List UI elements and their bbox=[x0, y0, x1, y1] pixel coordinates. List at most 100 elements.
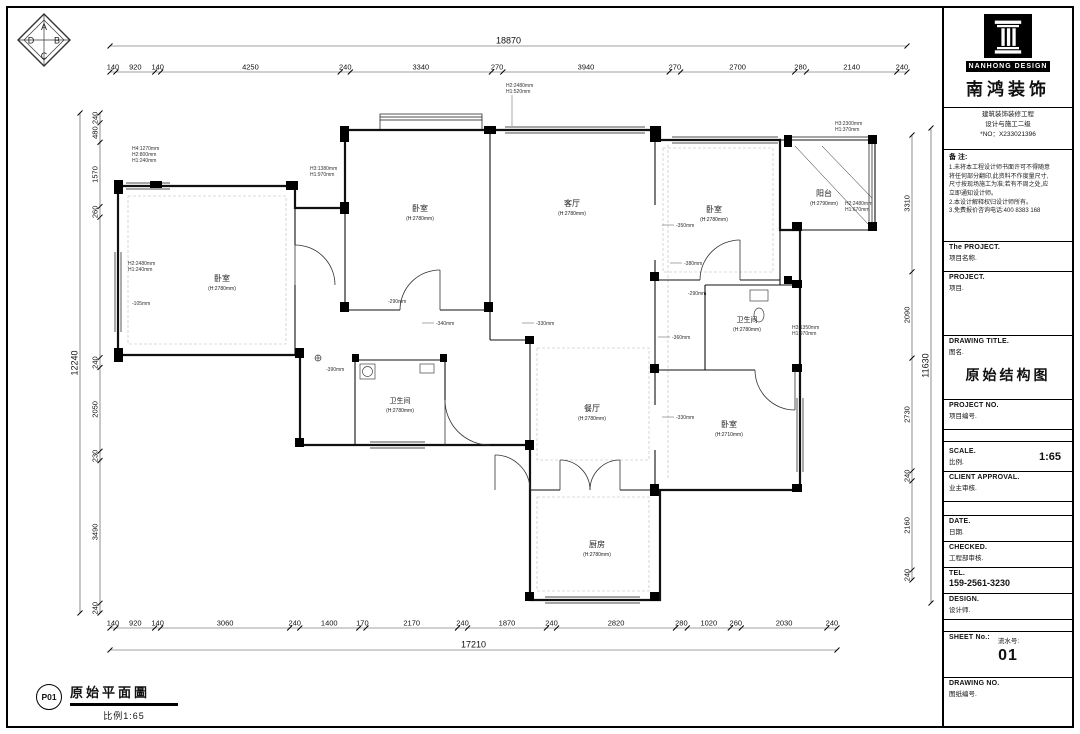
dimension-label: 280 bbox=[794, 63, 807, 72]
dimension-label: 240 bbox=[288, 619, 301, 628]
date-row: DATE. 日期. bbox=[944, 516, 1072, 542]
dimension-label: 140 bbox=[107, 63, 120, 72]
dimension-label: 2050 bbox=[91, 401, 100, 418]
plan-footer: P01 原始平面圖 比例1:65 bbox=[36, 682, 178, 722]
sheet-number-value: 01 bbox=[998, 647, 1018, 664]
svg-text:H2:800mm: H2:800mm bbox=[132, 152, 156, 158]
doors bbox=[294, 239, 796, 491]
svg-text:-290mm: -290mm bbox=[388, 299, 406, 305]
svg-text:H1:240mm: H1:240mm bbox=[132, 158, 156, 164]
annotation-leaders bbox=[422, 95, 682, 418]
dimension-label: 230 bbox=[91, 450, 100, 463]
dimension-label: 1020 bbox=[700, 619, 717, 628]
dimension-label: 260 bbox=[730, 619, 743, 628]
dimension-label: 2030 bbox=[776, 619, 793, 628]
ceiling-guides bbox=[127, 145, 774, 592]
room-label-bedroom-right-bottom: 卧室 bbox=[721, 419, 737, 429]
dimension-label: 12240 bbox=[70, 350, 80, 375]
dimension-label: 240 bbox=[826, 619, 839, 628]
dimension-label: 18870 bbox=[496, 36, 521, 46]
svg-text:-380mm: -380mm bbox=[684, 261, 702, 267]
dimension-label: 2730 bbox=[903, 406, 912, 423]
dimension-label: 920 bbox=[129, 619, 142, 628]
compass-letter-b: B bbox=[54, 36, 60, 46]
plan-code-badge: P01 bbox=[36, 684, 62, 710]
svg-text:H1:970mm: H1:970mm bbox=[792, 331, 816, 337]
svg-text:-390mm: -390mm bbox=[326, 367, 344, 373]
plan-title: 原始平面圖 bbox=[70, 685, 151, 700]
compass-letter-a: A bbox=[41, 22, 47, 32]
dimension-label: 1570 bbox=[91, 166, 100, 183]
dimension-label: 2090 bbox=[903, 307, 912, 324]
notes-label: 备 注: bbox=[949, 154, 968, 161]
balcony-walls bbox=[780, 139, 876, 231]
svg-text:H3:1350mm: H3:1350mm bbox=[792, 325, 819, 331]
dimension-label: 920 bbox=[129, 63, 142, 72]
dimension-label: 3060 bbox=[217, 619, 234, 628]
svg-text:-360mm: -360mm bbox=[672, 335, 690, 341]
north-compass: A B C D bbox=[14, 10, 74, 70]
room-label-dining: 餐厅 bbox=[584, 404, 600, 413]
svg-text:-105mm: -105mm bbox=[132, 301, 150, 307]
drawing-title-row: DRAWING TITLE. 图名. 原始结构图 bbox=[944, 336, 1072, 400]
dimension-label: 240 bbox=[91, 112, 100, 125]
checked-row: CHECKED. 工程部审核. bbox=[944, 542, 1072, 568]
title-block: NANHONG DESIGN 南鸿装饰 建筑装饰装修工程 设计与施工二级 *NO… bbox=[942, 8, 1072, 726]
room-label-bath-right: 卫生间 bbox=[737, 315, 758, 324]
dimension-label: 240 bbox=[896, 63, 909, 72]
title-underline-bar bbox=[70, 703, 178, 706]
notes-area: 备 注: 1.未将本工程设计师书面许可不得随意 将任何部分翻印,此资料不作度量尺… bbox=[944, 150, 1072, 242]
scale-value: 1:65 bbox=[1038, 450, 1061, 463]
dimension-label: 4250 bbox=[242, 63, 259, 72]
project-row: PROJECT. 项目. bbox=[944, 272, 1072, 336]
cert-line-2: 设计与施工二级 bbox=[985, 121, 1031, 129]
spacer-row bbox=[944, 502, 1072, 516]
scale-row: SCALE. 比例. 1:65 bbox=[944, 442, 1072, 472]
dimension-label: 240 bbox=[903, 470, 912, 483]
room-label-bedroom-left: 卧室 bbox=[214, 273, 230, 283]
room-height-dining: (H:2780mm) bbox=[578, 416, 606, 422]
room-height-living: (H:2780mm) bbox=[558, 211, 586, 217]
cert-line-1: 建筑装饰装修工程 bbox=[982, 111, 1034, 118]
certification-area: 建筑装饰装修工程 设计与施工二级 *NO：X233021396 bbox=[944, 108, 1072, 150]
svg-text:H2:2480mm: H2:2480mm bbox=[506, 83, 533, 89]
dimension-label: 3940 bbox=[578, 63, 595, 72]
dimension-label: 240 bbox=[456, 619, 469, 628]
room-height-balcony: (H:2790mm) bbox=[810, 201, 838, 207]
room-label-bath-left: 卫生间 bbox=[390, 396, 411, 405]
dimension-label: 140 bbox=[151, 63, 164, 72]
dimension-label: 260 bbox=[91, 206, 100, 219]
dimension-label: 140 bbox=[151, 619, 164, 628]
svg-text:H3:2300mm: H3:2300mm bbox=[835, 121, 862, 127]
structural-columns bbox=[114, 126, 877, 601]
svg-text:H4:1270mm: H4:1270mm bbox=[132, 146, 159, 152]
drawing-title-value: 原始结构图 bbox=[965, 367, 1051, 383]
tel-value: 159-2561-3230 bbox=[949, 578, 1011, 588]
the-project-row: The PROJECT. 项目名称. bbox=[944, 242, 1072, 272]
tel-row: TEL. 159-2561-3230 bbox=[944, 568, 1072, 594]
room-label-bedroom-top: 卧室 bbox=[412, 203, 428, 213]
room-height-bath-left: (H:2780mm) bbox=[386, 408, 414, 414]
sheet-no-row: SHEET No.: 流水号: 01 bbox=[944, 632, 1072, 678]
room-height-bedroom-right-top: (H:2780mm) bbox=[700, 217, 728, 223]
svg-text:H3:1380mm: H3:1380mm bbox=[310, 166, 337, 172]
dimension-label: 2140 bbox=[843, 63, 860, 72]
dimension-label: 270 bbox=[491, 63, 504, 72]
dimension-label: 2820 bbox=[608, 619, 625, 628]
spacer-row bbox=[944, 430, 1072, 442]
svg-text:H1:970mm: H1:970mm bbox=[310, 172, 334, 178]
dimension-label: 3310 bbox=[903, 195, 912, 212]
room-labels: 卧室 (H:2780mm) 卧室 (H:2780mm) 客厅 (H:2780mm… bbox=[208, 188, 838, 558]
project-no-row: PROJECT NO. 项目编号. bbox=[944, 400, 1072, 430]
dimension-label: 2700 bbox=[729, 63, 746, 72]
nanhong-column-logo-icon bbox=[984, 14, 1032, 58]
room-label-living: 客厅 bbox=[564, 198, 580, 208]
room-label-bedroom-right-top: 卧室 bbox=[706, 204, 722, 214]
dimension-label: 3340 bbox=[413, 63, 430, 72]
dimension-label: 240 bbox=[91, 602, 100, 615]
dimension-label: 480 bbox=[91, 126, 100, 139]
svg-text:H2:2480mm: H2:2480mm bbox=[845, 201, 872, 207]
dimension-label: 240 bbox=[545, 619, 558, 628]
